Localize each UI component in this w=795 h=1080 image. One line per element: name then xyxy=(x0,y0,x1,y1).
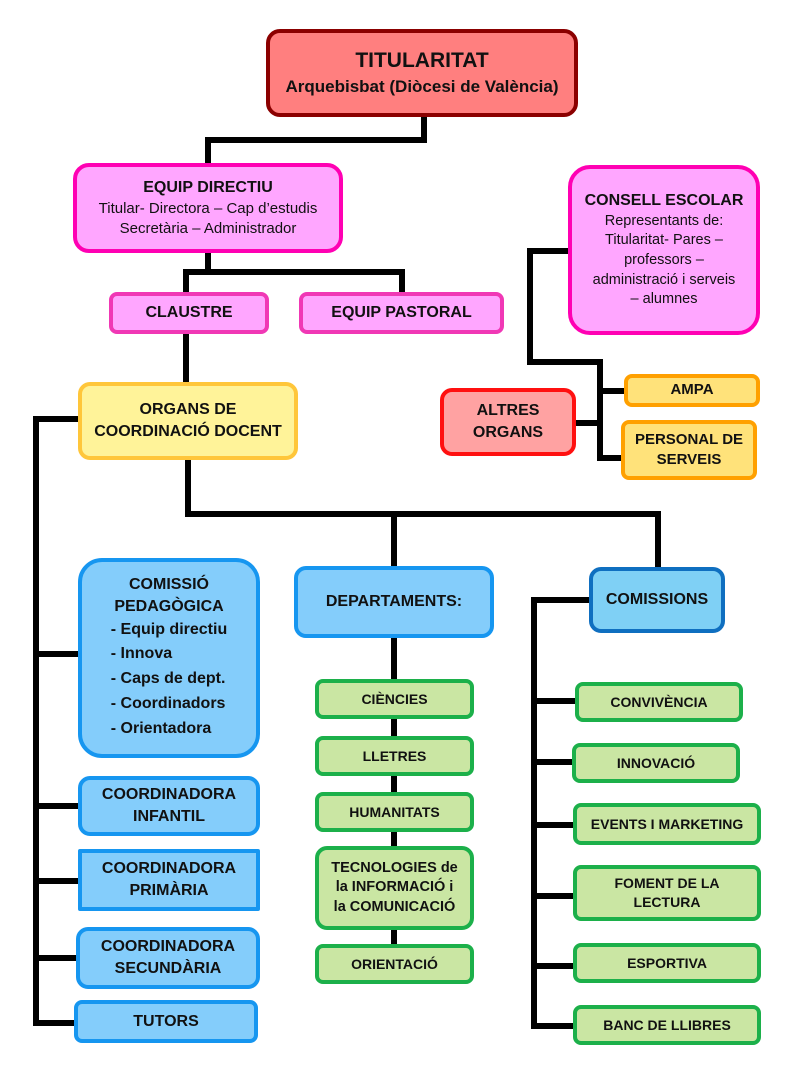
personal-serveis-line2: SERVEIS xyxy=(656,451,722,468)
consell-escolar-line: Representants de: xyxy=(604,212,724,229)
consell-escolar-line: professors – xyxy=(624,252,704,269)
altres-organs-line2: ORGANS xyxy=(472,424,544,441)
comissions-box: COMISSIONS xyxy=(589,567,725,633)
equip-directiu-line1: Titular- Directora – Cap d’estudis xyxy=(98,199,318,217)
comissio-label: ESPORTIVA xyxy=(627,954,707,971)
departament-tic-box: TECNOLOGIES de la INFORMACIÓ i la COMUNI… xyxy=(315,846,474,930)
titularitat-subtitle: Arquebisbat (Diòcesi de València) xyxy=(285,76,559,96)
departament-humanitats-box: HUMANITATS xyxy=(315,792,474,832)
claustre-box: CLAUSTRE xyxy=(109,292,269,334)
equip-directiu-title: EQUIP DIRECTIU xyxy=(143,178,273,196)
organs-coordinacio-line1: ORGANS DE xyxy=(139,401,237,419)
ampa-box: AMPA xyxy=(624,374,760,407)
comissio-label: CONVIVÈNCIA xyxy=(610,693,708,710)
titularitat-title: TITULARITAT xyxy=(355,49,489,73)
comissio-foment-line1: FOMENT DE LA xyxy=(614,875,720,892)
comissio-pedagogica-list: Equip directiu Innova Caps de dept. Coor… xyxy=(111,618,228,742)
consell-escolar-box: CONSELL ESCOLAR Representants de: Titula… xyxy=(568,165,760,335)
equip-pastoral-box: EQUIP PASTORAL xyxy=(299,292,504,334)
departament-tic-line1: TECNOLOGIES de xyxy=(331,859,458,876)
list-item: Innova xyxy=(111,642,227,667)
comissio-foment-line2: LECTURA xyxy=(633,894,701,910)
consell-escolar-line: Titularitat- Pares – xyxy=(605,232,723,249)
departaments-title: DEPARTAMENTS: xyxy=(325,593,463,611)
comissio-banc-llibres-box: BANC DE LLIBRES xyxy=(573,1005,761,1045)
personal-serveis-box: PERSONAL DE SERVEIS xyxy=(621,420,757,480)
departament-label: LLETRES xyxy=(362,747,427,764)
coordinadora-infantil-box: COORDINADORA INFANTIL xyxy=(78,776,260,836)
coordinadora-line1: COORDINADORA xyxy=(101,860,237,878)
equip-pastoral-label: EQUIP PASTORAL xyxy=(331,304,472,322)
equip-directiu-box: EQUIP DIRECTIU Titular- Directora – Cap … xyxy=(73,163,343,253)
departaments-box: DEPARTAMENTS: xyxy=(294,566,494,638)
list-item: Caps de dept. xyxy=(111,667,227,692)
list-item: Coordinadors xyxy=(111,692,227,717)
comissio-esportiva-box: ESPORTIVA xyxy=(573,943,761,983)
coordinadora-line2: INFANTIL xyxy=(133,808,205,825)
titularitat-box: TITULARITAT Arquebisbat (Diòcesi de Valè… xyxy=(266,29,578,117)
departament-label: ORIENTACIÓ xyxy=(351,955,438,972)
comissio-foment-box: FOMENT DE LA LECTURA xyxy=(573,865,761,921)
consell-escolar-line: administració i serveis xyxy=(592,271,736,288)
comissio-innovacio-box: INNOVACIÓ xyxy=(572,743,740,783)
consell-escolar-title: CONSELL ESCOLAR xyxy=(584,192,744,210)
coordinadora-secundaria-box: COORDINADORA SECUNDÀRIA xyxy=(76,927,260,989)
comissio-pedagogica-line2: PEDAGÒGICA xyxy=(114,598,224,615)
departament-tic-line2: la INFORMACIÓ i xyxy=(335,879,454,896)
organs-coordinacio-line2: COORDINACIÓ DOCENT xyxy=(94,423,282,440)
comissio-convivencia-box: CONVIVÈNCIA xyxy=(575,682,743,722)
departament-tic-line3: la COMUNICACIÓ xyxy=(333,898,456,915)
claustre-label: CLAUSTRE xyxy=(145,304,233,322)
coordinadora-line2: SECUNDÀRIA xyxy=(114,960,222,977)
ampa-label: AMPA xyxy=(670,381,714,399)
consell-escolar-line: – alumnes xyxy=(630,291,698,308)
comissio-events-box: EVENTS I MARKETING xyxy=(573,803,761,845)
equip-directiu-line2: Secretària – Administrador xyxy=(119,219,297,237)
comissio-pedagogica-box: COMISSIÓ PEDAGÒGICA Equip directiu Innov… xyxy=(78,558,260,758)
departament-lletres-box: LLETRES xyxy=(315,736,474,776)
altres-organs-line1: ALTRES xyxy=(476,402,540,420)
departament-orientacio-box: ORIENTACIÓ xyxy=(315,944,474,984)
coordinadora-primaria-box: COORDINADORA PRIMÀRIA xyxy=(78,849,260,911)
coordinadora-line2: PRIMÀRIA xyxy=(129,882,209,899)
list-item: Orientadora xyxy=(111,717,227,742)
tutors-label: TUTORS xyxy=(133,1012,199,1030)
departament-ciencies-box: CIÈNCIES xyxy=(315,679,474,719)
coordinadora-line1: COORDINADORA xyxy=(101,786,237,804)
comissions-title: COMISSIONS xyxy=(605,591,709,609)
list-item: Equip directiu xyxy=(111,618,228,643)
comissio-label: BANC DE LLIBRES xyxy=(603,1016,731,1033)
coordinadora-line1: COORDINADORA xyxy=(100,938,236,956)
altres-organs-box: ALTRES ORGANS xyxy=(440,388,576,456)
comissio-label: INNOVACIÓ xyxy=(616,754,696,771)
departament-label: CIÈNCIES xyxy=(361,690,428,707)
organs-coordinacio-box: ORGANS DE COORDINACIÓ DOCENT xyxy=(78,382,298,460)
comissio-pedagogica-line1: COMISSIÓ xyxy=(128,576,209,594)
tutors-box: TUTORS xyxy=(74,1000,258,1043)
personal-serveis-line1: PERSONAL DE xyxy=(634,430,744,448)
comissio-label: EVENTS I MARKETING xyxy=(590,815,744,832)
departament-label: HUMANITATS xyxy=(349,803,440,820)
